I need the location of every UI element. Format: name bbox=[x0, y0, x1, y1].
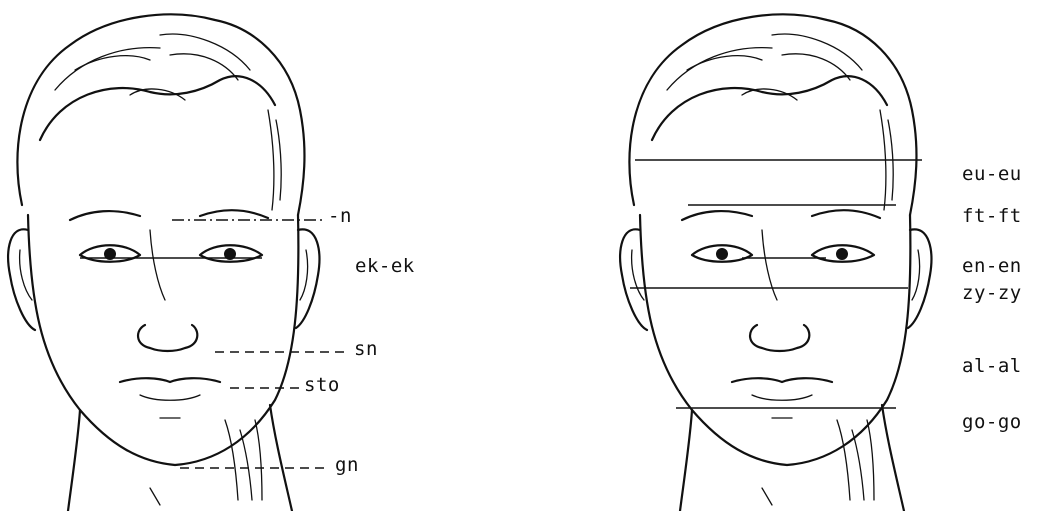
label-go: go-go bbox=[962, 411, 1022, 433]
label-n: -n bbox=[328, 205, 352, 227]
label-ft: ft-ft bbox=[962, 205, 1022, 227]
label-sto: sto bbox=[304, 374, 340, 396]
label-en: en-en bbox=[962, 255, 1022, 277]
label-al: al-al bbox=[962, 355, 1022, 377]
right-face bbox=[620, 14, 931, 511]
label-zy: zy-zy bbox=[962, 282, 1022, 304]
left-face bbox=[8, 14, 319, 511]
label-gn: gn bbox=[335, 454, 359, 476]
label-sn: sn bbox=[354, 338, 378, 360]
label-eu: eu-eu bbox=[962, 163, 1022, 185]
label-ek: ek-ek bbox=[355, 255, 415, 277]
